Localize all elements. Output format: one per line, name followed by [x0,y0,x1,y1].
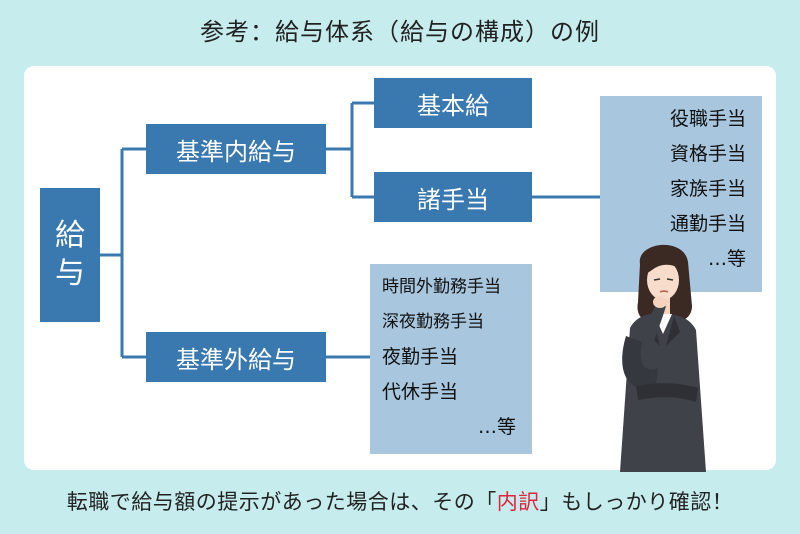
list-item: 夜勤手当 [382,346,459,368]
non-standard-list: 時間外勤務手当 深夜勤務手当 夜勤手当 代休手当 …等 [370,264,532,454]
list-etc: …等 [707,248,746,270]
root-label-2: 与 [55,256,85,291]
allowances-box: 諸手当 [374,172,532,222]
non-standard-salary-box: 基準外給与 [146,332,326,382]
page-title: 参考：給与体系（給与の構成）の例 [200,18,600,46]
salary-root-box: 給 与 [40,188,100,322]
list-item: 深夜勤務手当 [382,312,484,332]
bottom-caption: 転職で給与額の提示があった場合は、その「内訳」もしっかり確認！ [0,486,800,516]
thinking-woman-illustration [620,244,706,472]
caption-before: 転職で給与額の提示があった場合は、その「 [66,490,497,514]
root-label-1: 給 [55,218,85,253]
list-item: 代休手当 [382,381,459,403]
caption-after: 」もしっかり確認！ [539,490,734,514]
list-item: 通勤手当 [669,213,746,235]
connector-lines [100,101,600,359]
list-item: 役職手当 [669,108,746,130]
list-etc: …等 [477,416,516,438]
list-item: 家族手当 [669,178,746,200]
base-salary-box: 基本給 [374,78,532,128]
list-item: 資格手当 [669,143,746,165]
caption-emphasis: 内訳 [496,490,540,514]
standard-salary-box: 基準内給与 [146,124,326,174]
list-item: 時間外勤務手当 [382,277,501,297]
